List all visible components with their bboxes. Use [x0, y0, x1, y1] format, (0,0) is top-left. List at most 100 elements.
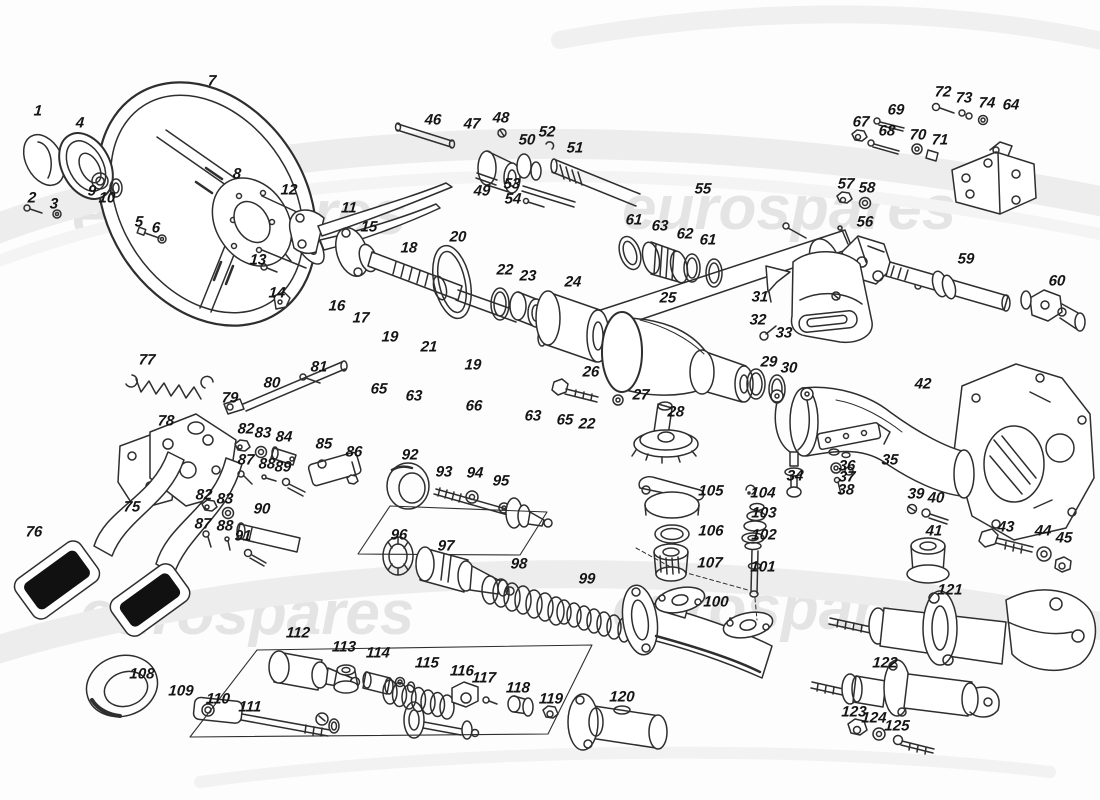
- part-number-label: 43: [997, 518, 1015, 536]
- part-number-label: 49: [473, 182, 491, 200]
- support-bracket-group: [836, 102, 1037, 215]
- part-number-label: 48: [492, 109, 510, 127]
- part-number-label: 10: [98, 189, 116, 207]
- part-number-label: 60: [1048, 272, 1066, 290]
- part-number-label: 96: [390, 526, 408, 544]
- part-number-label: 105: [697, 482, 725, 500]
- part-number-label: 82: [195, 486, 213, 504]
- part-number-label: 31: [751, 288, 769, 306]
- part-number-label: 65: [556, 411, 574, 429]
- part-number-label: 46: [424, 111, 442, 129]
- part-number-label: 32: [749, 311, 767, 329]
- part-number-label: 30: [780, 359, 798, 377]
- part-number-label: 81: [310, 358, 328, 376]
- part-number-label: 42: [914, 375, 932, 393]
- part-number-label: 19: [464, 356, 482, 374]
- part-number-label: 54: [504, 190, 522, 208]
- part-number-label: 44: [1034, 522, 1052, 540]
- column-outer-sleeve: [601, 311, 754, 403]
- part-number-label: 75: [123, 498, 141, 516]
- pedal-spring-and-rod: [125, 360, 348, 415]
- part-number-label: 79: [221, 389, 239, 407]
- part-number-label: 13: [249, 251, 267, 269]
- part-number-label: 89: [274, 458, 292, 476]
- grease-cap-group: [551, 378, 699, 464]
- part-number-label: 17: [352, 309, 370, 327]
- part-number-label: 50: [518, 131, 536, 149]
- part-number-label: 116: [449, 662, 475, 680]
- part-number-label: 9: [87, 182, 97, 200]
- part-number-label: 12: [280, 181, 298, 199]
- part-number-label: 25: [659, 289, 677, 307]
- part-number-label: 73: [955, 89, 973, 107]
- part-number-label: 124: [860, 709, 888, 727]
- part-number-label: 64: [1002, 96, 1020, 114]
- brake-master-cylinder: [621, 476, 774, 679]
- part-number-label: 1: [33, 102, 43, 120]
- part-number-label: 24: [564, 273, 582, 291]
- part-number-label: 22: [496, 261, 514, 279]
- repair-kit-outline-1: [357, 505, 548, 556]
- part-number-label: 80: [263, 374, 281, 392]
- part-number-label: 88: [258, 455, 276, 473]
- part-number-label: 86: [345, 443, 363, 461]
- part-number-label: 104: [749, 484, 777, 502]
- part-number-label: 15: [360, 218, 378, 236]
- part-number-label: 93: [435, 463, 453, 481]
- part-number-label: 70: [909, 126, 927, 144]
- part-number-label: 118: [505, 679, 531, 697]
- part-number-label: 98: [510, 555, 528, 573]
- part-number-label: 121: [936, 581, 964, 599]
- part-number-label: 114: [365, 644, 391, 662]
- part-number-label: 92: [401, 446, 419, 464]
- right-master-cylinders: [810, 589, 1097, 755]
- part-number-label: 117: [471, 669, 497, 687]
- part-number-label: 99: [578, 570, 596, 588]
- part-number-label: 20: [449, 228, 467, 246]
- part-number-label: 110: [205, 690, 231, 708]
- flange-hardware: [906, 503, 1072, 584]
- horn-button-parts: [22, 132, 291, 310]
- part-number-label: 11: [340, 199, 358, 217]
- part-number-label: 58: [858, 179, 876, 197]
- part-number-label: 84: [275, 428, 293, 446]
- lower-shaft-group: [335, 227, 610, 363]
- part-number-label: 111: [237, 698, 263, 716]
- part-number-label: 71: [931, 131, 949, 149]
- part-number-label: 38: [837, 481, 855, 499]
- part-number-label: 90: [253, 500, 271, 518]
- part-number-label: 108: [128, 665, 156, 683]
- part-number-label: 16: [328, 297, 346, 315]
- part-number-label: 94: [466, 464, 484, 482]
- part-number-label: 102: [750, 526, 778, 544]
- part-number-label: 112: [285, 624, 311, 642]
- lower-column-and-flange: [789, 363, 1095, 541]
- indicator-switch-housing: [759, 251, 873, 344]
- part-number-label: 83: [216, 490, 234, 508]
- part-number-label: 101: [749, 558, 777, 576]
- part-number-label: 103: [750, 504, 778, 522]
- part-number-label: 88: [216, 517, 234, 535]
- part-number-label: 82: [237, 420, 255, 438]
- clutch-pushrod-group: [85, 644, 593, 740]
- part-number-label: 122: [871, 654, 899, 672]
- part-number-label: 55: [694, 180, 712, 198]
- part-number-label: 68: [878, 122, 896, 140]
- part-number-label: 107: [696, 554, 724, 572]
- part-number-label: 77: [138, 351, 156, 369]
- part-number-label: 113: [331, 638, 357, 656]
- upper-column-hardware: [394, 122, 641, 208]
- part-number-label: 72: [934, 83, 952, 101]
- part-number-label: 33: [775, 324, 793, 342]
- part-number-label: 47: [463, 115, 481, 133]
- part-number-label: 65: [370, 380, 388, 398]
- part-number-label: 6: [151, 219, 161, 237]
- part-number-label: 3: [49, 195, 59, 213]
- part-number-label: 109: [167, 682, 195, 700]
- part-number-label: 66: [465, 397, 483, 415]
- part-number-label: 4: [75, 114, 85, 132]
- part-number-label: 95: [492, 472, 510, 490]
- part-number-label: 14: [268, 284, 286, 302]
